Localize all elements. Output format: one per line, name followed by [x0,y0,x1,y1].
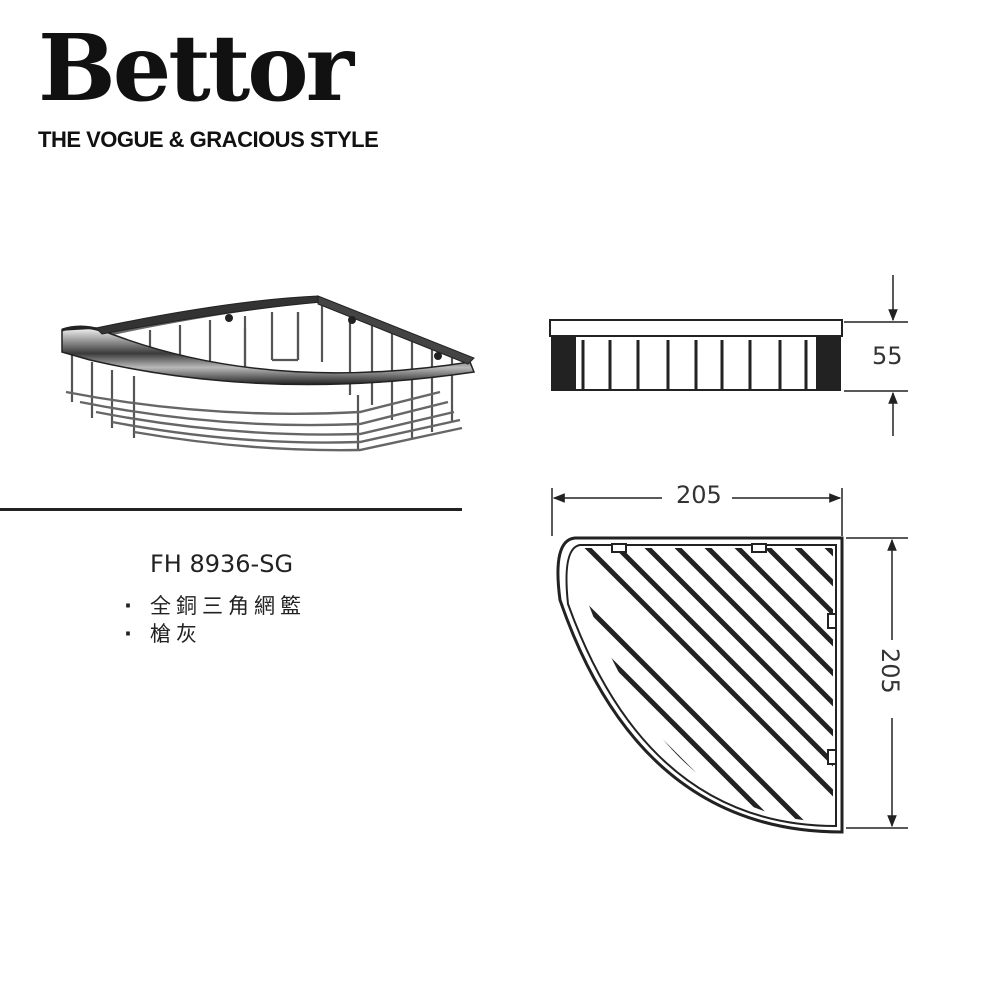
dimension-height: 55 [872,342,903,370]
dimension-width: 205 [676,481,722,509]
feature-item-color: 槍灰 [124,620,306,648]
feature-item-material: 全銅三角網籃 [124,592,306,620]
side-view-drawing: 55 [549,275,908,436]
section-divider [0,508,462,511]
top-view-drawing: 205 [551,481,908,834]
product-photo [61,295,476,452]
feature-list: 全銅三角網籃 槍灰 [124,592,306,648]
product-model: FH 8936-SG [150,550,294,578]
brand-logo: Bettor [38,14,354,122]
dimension-depth: 205 [876,648,904,694]
brand-tagline: THE VOGUE & GRACIOUS STYLE [38,127,379,152]
